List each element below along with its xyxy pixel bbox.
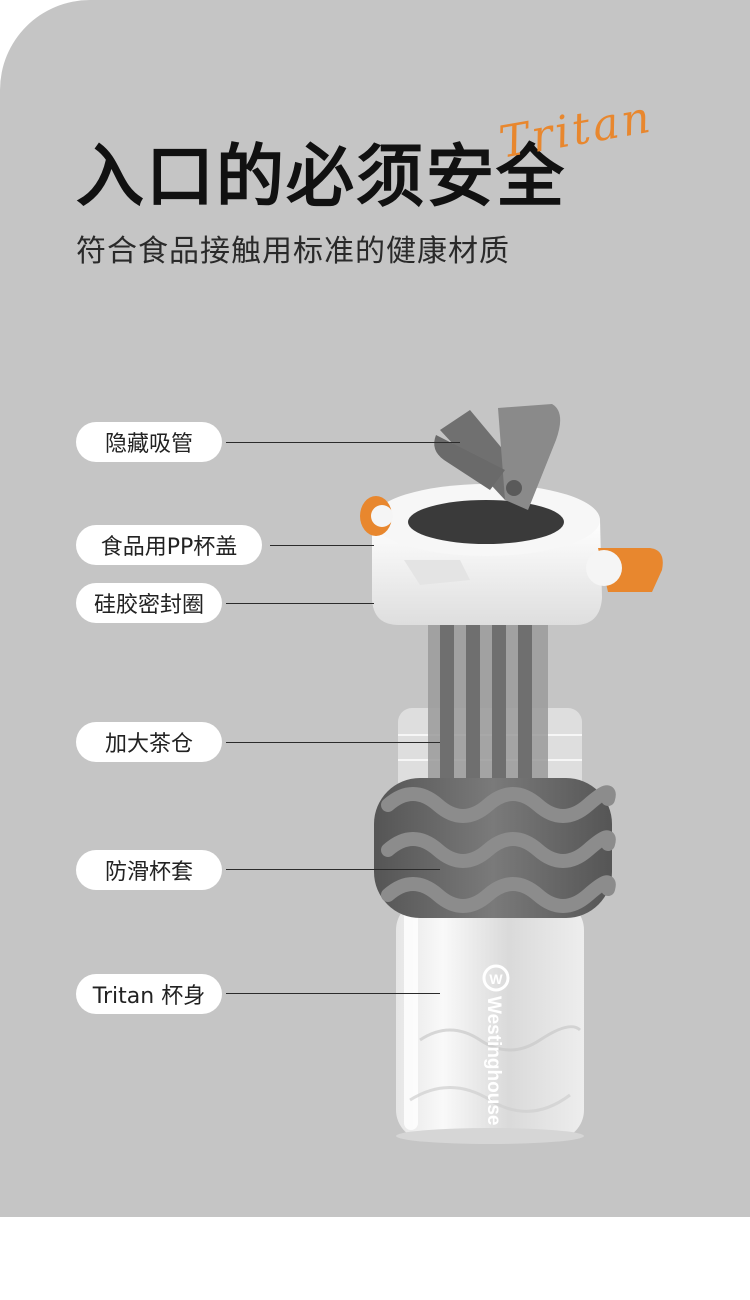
leader-line-seal-ring xyxy=(226,603,374,604)
infuser-bars xyxy=(428,620,548,800)
pp-lid xyxy=(360,484,663,625)
callout-sleeve: 防滑杯套 xyxy=(76,850,222,890)
callout-pp-lid: 食品用PP杯盖 xyxy=(76,525,262,565)
bottle-illustration: W Westinghouse xyxy=(360,404,663,1144)
leader-line-tritan-body xyxy=(226,993,440,994)
page-title: 入口的必须安全 xyxy=(76,138,567,217)
anti-slip-sleeve xyxy=(374,778,616,918)
tritan-bottle-body: W Westinghouse xyxy=(396,900,584,1144)
brand-logo-mark: W xyxy=(489,971,503,987)
callout-tea-chamber: 加大茶仓 xyxy=(76,722,222,762)
brand-logo-icon xyxy=(482,964,510,992)
callout-tritan-body: Tritan 杯身 xyxy=(76,974,222,1014)
brand-name: Westinghouse xyxy=(483,996,504,1126)
hidden-straw xyxy=(434,404,561,510)
page-subtitle: 符合食品接触用标准的健康材质 xyxy=(76,234,510,269)
product-panel: 入口的必须安全 Tritan 符合食品接触用标准的健康材质 xyxy=(0,0,750,1217)
callout-seal-ring: 硅胶密封圈 xyxy=(76,583,222,623)
leader-line-hidden-straw xyxy=(226,442,460,443)
callout-hidden-straw: 隐藏吸管 xyxy=(76,422,222,462)
leader-line-sleeve xyxy=(226,869,440,870)
leader-line-tea-chamber xyxy=(226,742,440,743)
leader-line-pp-lid xyxy=(270,545,374,546)
